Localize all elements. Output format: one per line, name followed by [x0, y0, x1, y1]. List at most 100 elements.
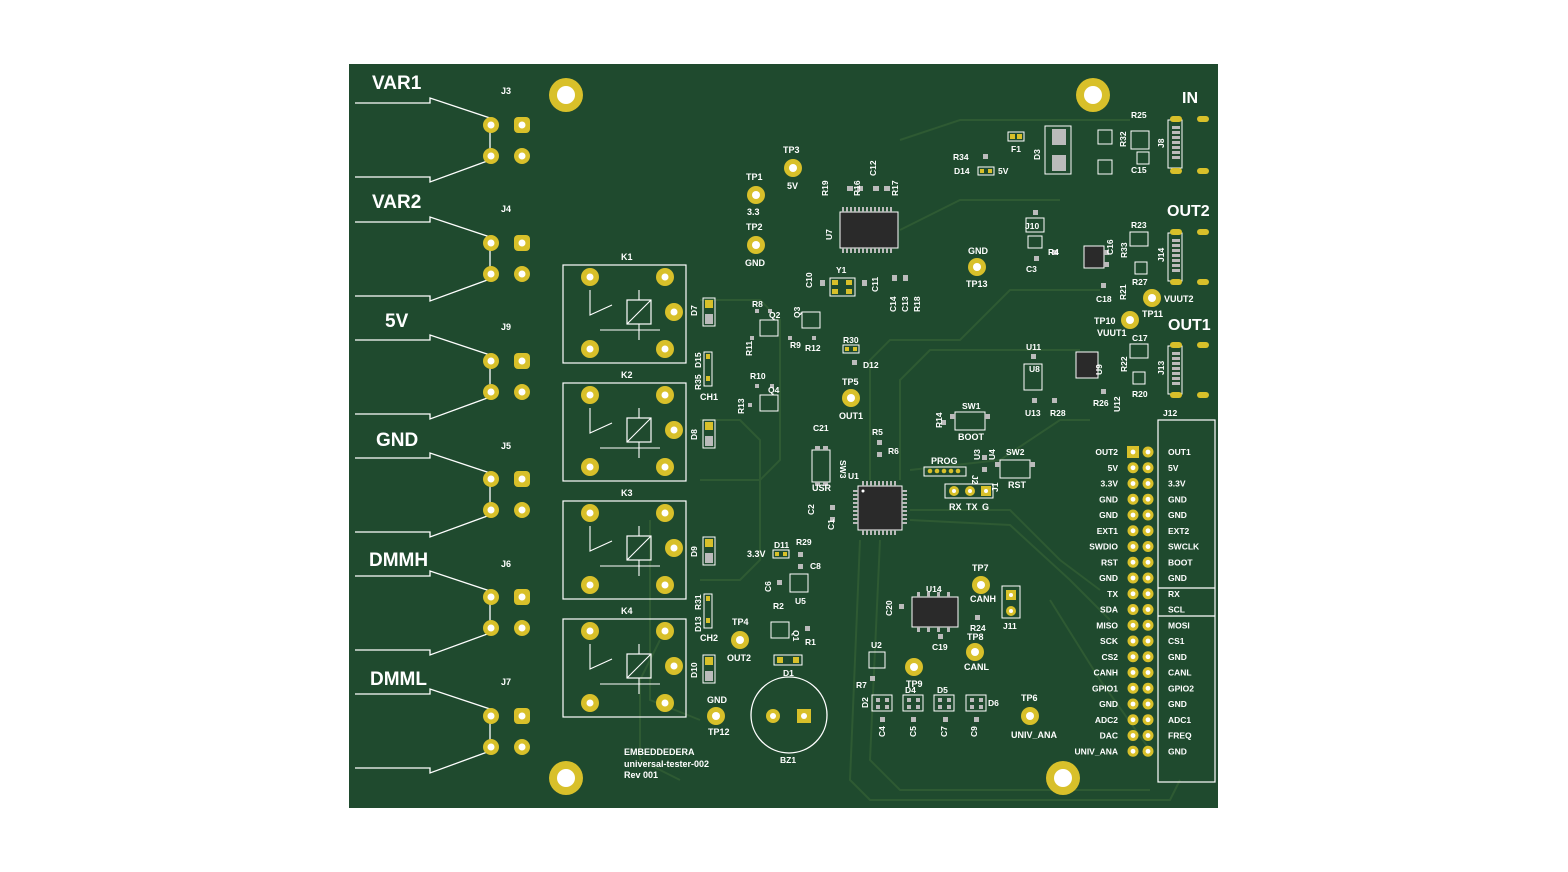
- pcb-feature: [866, 248, 868, 253]
- current-sense: J10 R4 C3 C18 R21 R23 R33 C16 R27 U11 U8…: [1023, 210, 1149, 418]
- silk-label: U14: [926, 584, 942, 594]
- silk-label: J2: [970, 475, 980, 485]
- pcb-feature: [661, 391, 669, 399]
- header-right-label: EXT2: [1168, 526, 1190, 536]
- pcb-feature: [853, 506, 858, 508]
- header-right-label: 3.3V: [1168, 479, 1186, 489]
- silk-label: OUT2: [727, 653, 751, 663]
- header-right-label: ADC1: [1168, 715, 1191, 725]
- silk-label: R21: [1118, 284, 1128, 300]
- tp8: TP8 CANL: [964, 632, 989, 672]
- pcb-feature: [706, 376, 710, 381]
- pcb-feature: [973, 263, 981, 271]
- pcb-feature: [1025, 217, 1045, 233]
- pcb-feature: [1027, 235, 1043, 249]
- header-left-label: RST: [1101, 557, 1119, 567]
- pcb-feature: [1136, 151, 1150, 165]
- header-right-label: SWCLK: [1168, 542, 1200, 552]
- header-pin-hole: [1145, 717, 1151, 723]
- silk-label: TP3: [783, 145, 800, 155]
- pcb-feature: [1049, 599, 1151, 751]
- header-pin-hole: [1130, 481, 1136, 486]
- pcb-feature: [1172, 126, 1180, 129]
- header-pin-hole: [1130, 465, 1136, 471]
- pcb-feature: [1052, 250, 1057, 255]
- silk-label: EMBEDDEDERA: [624, 747, 695, 757]
- pcb-feature: [934, 468, 940, 474]
- pcb-feature: [830, 505, 835, 510]
- pcb-feature: [586, 581, 594, 589]
- header-right-label: GND: [1168, 652, 1187, 662]
- pcb-feature: [1170, 279, 1182, 285]
- silk-label: F1: [1011, 144, 1021, 154]
- pcb-feature: [876, 705, 880, 709]
- pcb-substrate: [349, 64, 1218, 808]
- pcb-feature: [1172, 357, 1180, 360]
- silk-label: C5: [908, 726, 918, 737]
- pcb-feature: [589, 526, 660, 576]
- silk-label: CANH: [970, 594, 996, 604]
- pcb-feature: [846, 289, 852, 294]
- pcb-feature: [876, 698, 880, 702]
- silk-label: D1: [783, 668, 794, 678]
- pcb-feature: [705, 553, 713, 563]
- pcb-feature: [916, 705, 920, 709]
- header-pin-hole: [1130, 575, 1136, 581]
- pcb-feature: [670, 544, 678, 552]
- silk-label: C6: [763, 581, 773, 592]
- pcb-feature: [829, 277, 856, 297]
- pcb-feature: [1170, 168, 1182, 174]
- pcb-feature: [789, 573, 809, 593]
- pcb-feature: [870, 248, 872, 253]
- pcb-feature: [853, 502, 858, 504]
- silk-label: GND: [968, 246, 989, 256]
- header-pin-hole: [1145, 465, 1151, 471]
- silk-label: R34: [953, 152, 969, 162]
- header-left-label: 5V: [1108, 463, 1119, 473]
- silk-label: C4: [877, 726, 887, 737]
- pcb-feature: [518, 624, 526, 632]
- silk-label: C8: [810, 561, 821, 571]
- silk-label: C12: [868, 160, 878, 176]
- pcb-feature: [487, 152, 495, 160]
- silk-label: R2: [773, 601, 784, 611]
- tp4: TP4 OUT2: [727, 617, 751, 663]
- pcb-feature: [869, 289, 1100, 480]
- silk-label: U13: [1025, 408, 1041, 418]
- pcb-feature: [971, 648, 979, 656]
- connector-j7: DMML J7: [355, 669, 530, 774]
- silk-label: U7: [824, 229, 834, 240]
- pcb-feature: [1009, 609, 1013, 613]
- pcb-feature: [938, 698, 942, 702]
- pcb-feature: [702, 419, 716, 449]
- pcb-feature: [902, 502, 907, 504]
- pcb-feature: [858, 248, 860, 253]
- switches-and-prog: SW1 BOOT R14 SW2 RST U3 U4 PROG J2 J1 RX…: [923, 401, 1035, 512]
- header-left-label: EXT1: [1097, 526, 1119, 536]
- pcb-feature: [705, 314, 713, 324]
- pcb-feature: [706, 618, 710, 623]
- silk-label: C3: [1026, 264, 1037, 274]
- silk-label: R24: [970, 623, 986, 633]
- pcb-feature: [944, 483, 994, 499]
- pcb-feature: [988, 169, 992, 173]
- pcb-feature: [894, 481, 896, 486]
- pcb-feature: [639, 639, 681, 781]
- connector-j3: VAR1 J3: [355, 73, 530, 183]
- pcb-feature: [1172, 372, 1180, 375]
- pcb-feature: [947, 705, 951, 709]
- pcb-feature: [853, 347, 857, 351]
- silk-label: R20: [1132, 389, 1148, 399]
- silk-label: UNIV_ANA: [1011, 730, 1058, 740]
- pcb-feature: [700, 299, 781, 481]
- pcb-feature: [909, 519, 1111, 621]
- pcb-feature: [705, 300, 713, 308]
- pcb-feature: [1172, 239, 1180, 242]
- pcb-feature: [1148, 294, 1156, 302]
- header-right-label: 5V: [1168, 463, 1179, 473]
- pcb-feature: [355, 452, 491, 538]
- diode-ref: D8: [689, 429, 699, 440]
- pcb-feature: [702, 654, 716, 684]
- header-right-label: MOSI: [1168, 620, 1190, 630]
- ref-q4: Q4: [768, 385, 780, 395]
